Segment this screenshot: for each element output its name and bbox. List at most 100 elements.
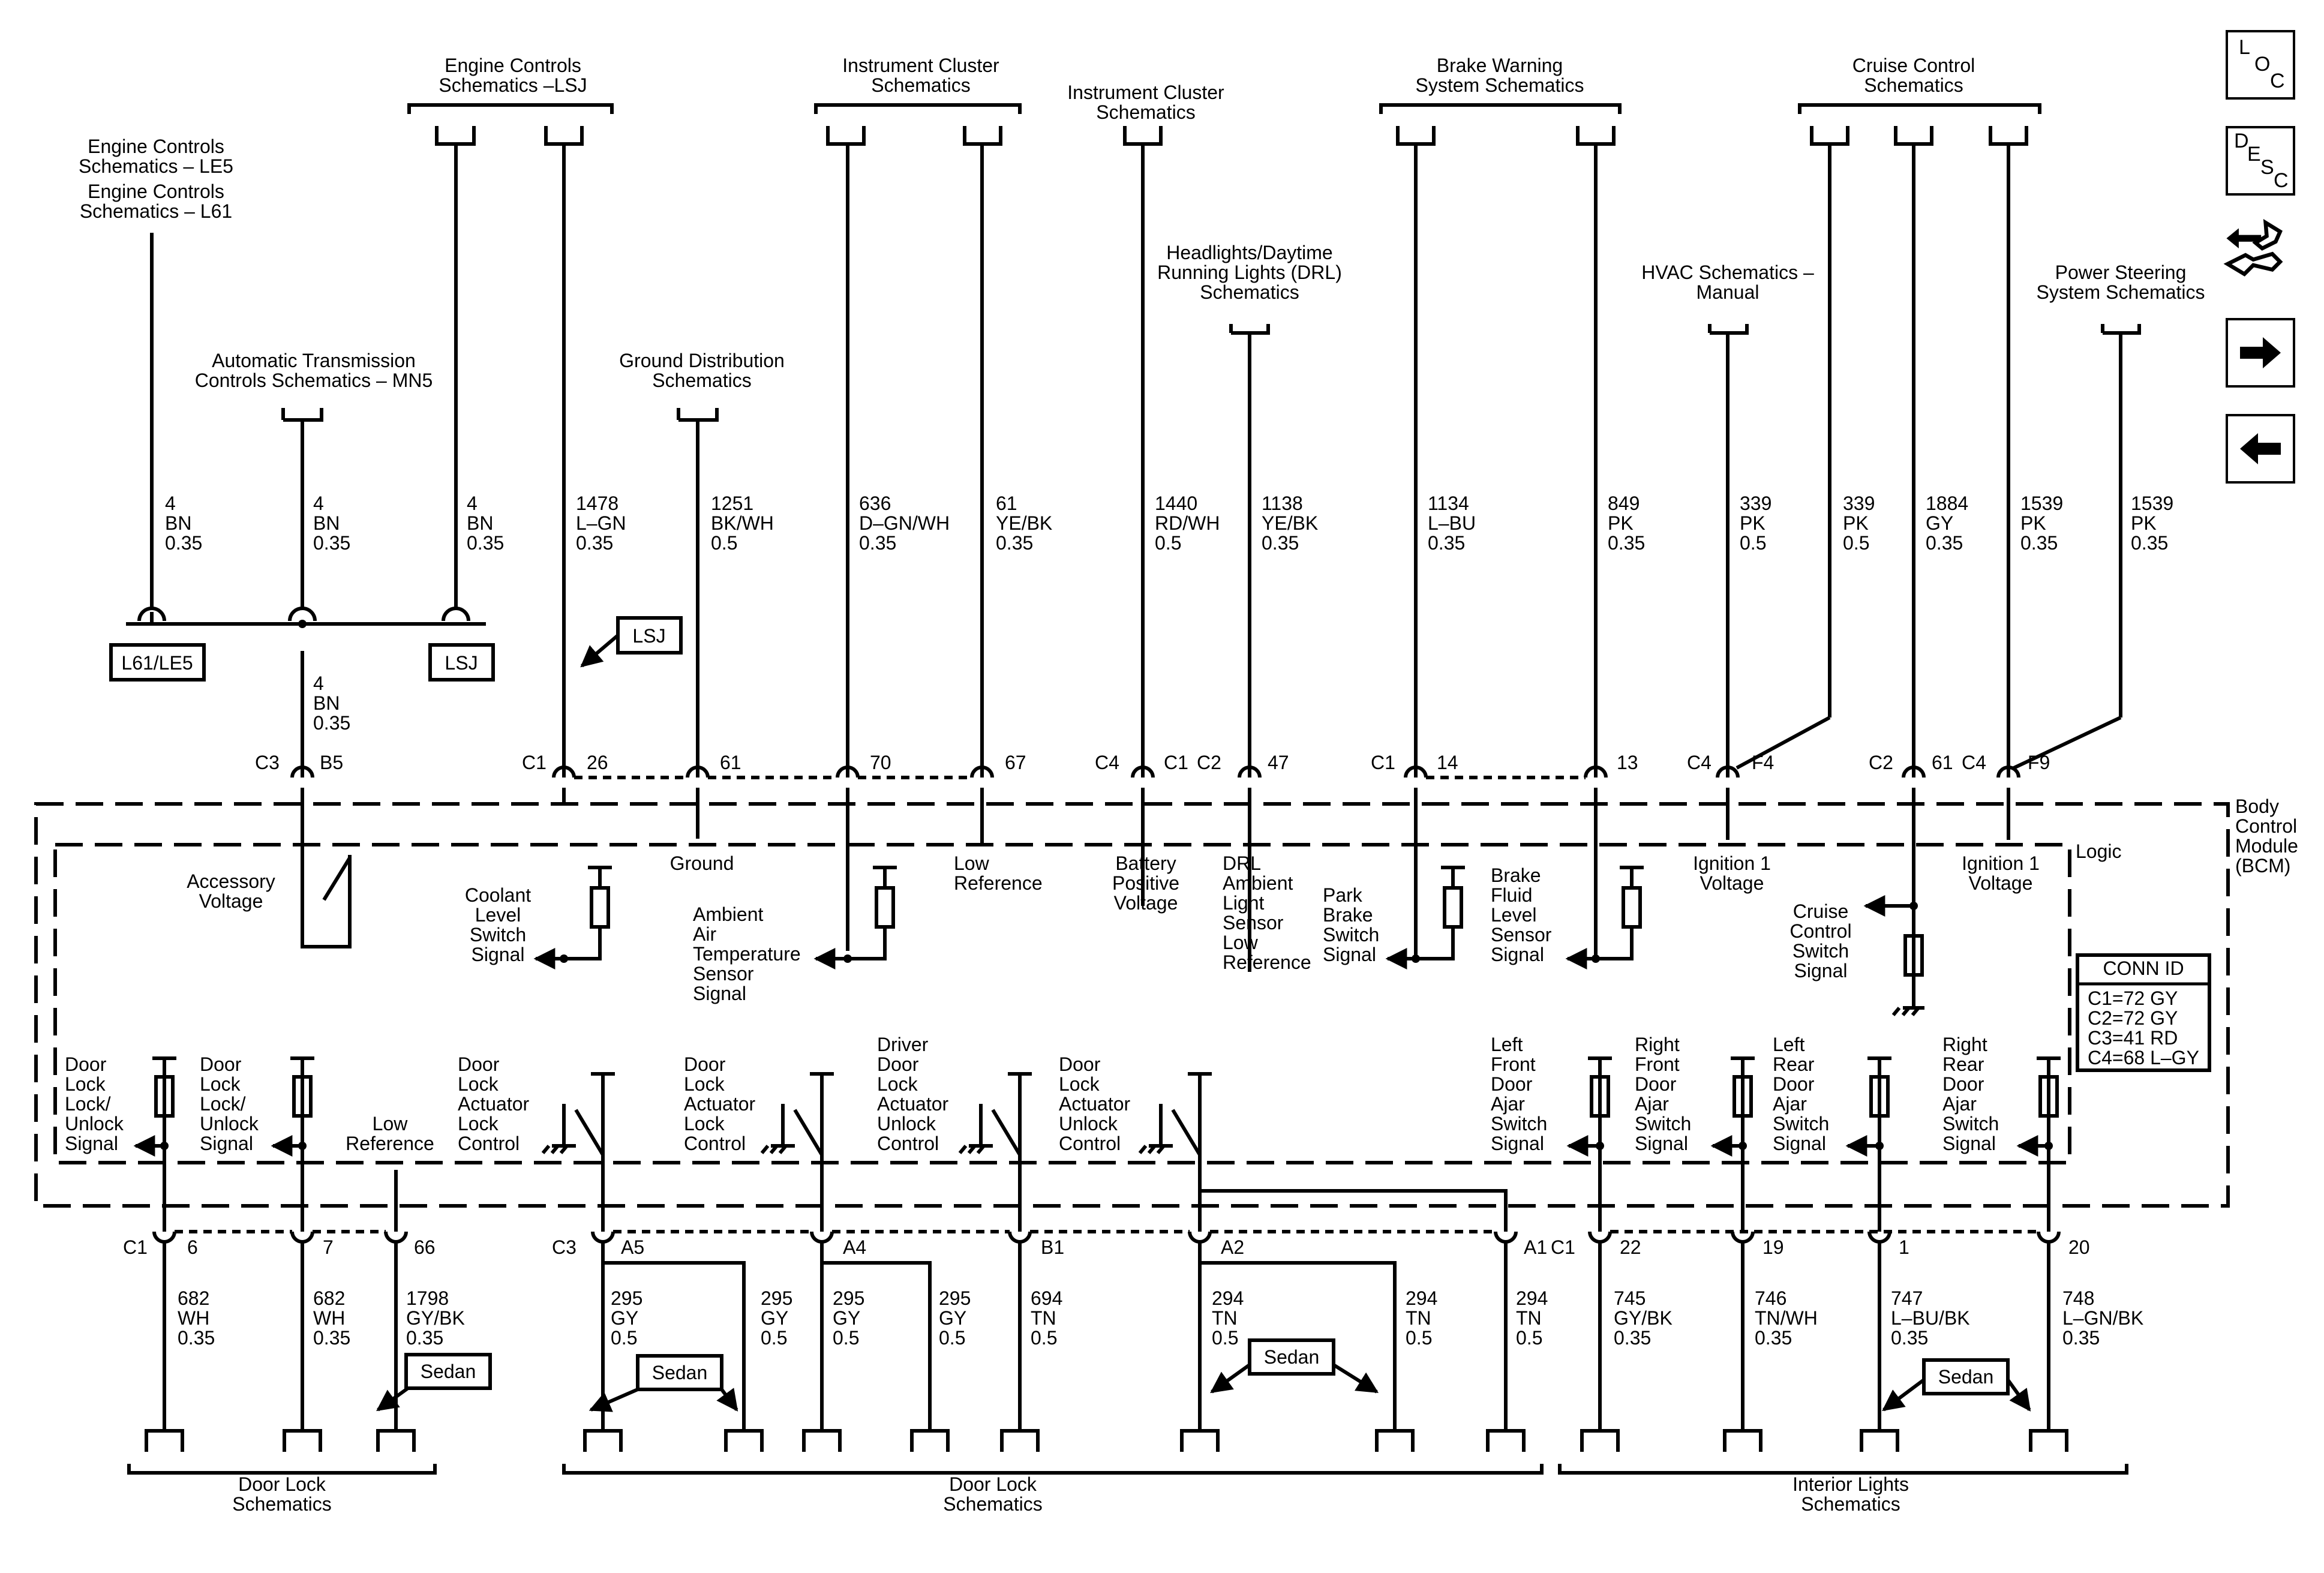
desc-letter-d: D xyxy=(2234,130,2249,152)
description-view-button[interactable]: D E S C xyxy=(2226,126,2295,196)
pin-label-26: 26 xyxy=(587,752,608,773)
pin-label-c4c: C4 xyxy=(1962,752,1986,773)
pin-label-bot-c1a: C1 xyxy=(123,1236,148,1258)
pin-label-14: 14 xyxy=(1437,752,1458,773)
option-sedan-4: Sedan xyxy=(1938,1366,1994,1388)
connector-wrench-icon xyxy=(2223,219,2283,277)
pin-label-c1c: C1 xyxy=(1371,752,1395,773)
loc-letter-o: O xyxy=(2254,53,2271,76)
pin-label-c2a: C2 xyxy=(1197,752,1221,773)
sig-ground: Ground xyxy=(670,852,734,874)
pin-label-bot-7: 7 xyxy=(323,1236,334,1258)
pin-label-bot-1: 1 xyxy=(1899,1236,1909,1258)
arrow-right-icon xyxy=(2240,337,2281,368)
location-view-button[interactable]: L O C xyxy=(2226,30,2295,100)
next-page-button[interactable] xyxy=(2226,318,2295,388)
pin-label-bot-c3: C3 xyxy=(552,1236,577,1258)
pin-label-47: 47 xyxy=(1268,752,1289,773)
pin-label-bot-a2: A2 xyxy=(1221,1236,1244,1258)
option-lsj: LSJ xyxy=(445,652,478,674)
arrow-left-icon xyxy=(2240,433,2281,464)
pin-label-bot-a4: A4 xyxy=(843,1236,866,1258)
bottom-pin-labels: C1 6 7 66 C3 A5 A4 B1 A2 A1 C1 22 19 1 2… xyxy=(123,1236,2090,1258)
pin-label-b5: B5 xyxy=(320,752,343,773)
previous-page-button[interactable] xyxy=(2226,414,2295,484)
pin-label-c2b: C2 xyxy=(1869,752,1893,773)
pin-label-bot-a5: A5 xyxy=(621,1236,644,1258)
pin-label-bot-22: 22 xyxy=(1620,1236,1641,1258)
option-l61-le5: L61/LE5 xyxy=(121,652,193,674)
option-sedan-3: Sedan xyxy=(1264,1346,1320,1368)
pin-label-f4: F4 xyxy=(1752,752,1774,773)
connector-wrench-button[interactable] xyxy=(2222,216,2292,286)
pin-label-bot-a1: A1 xyxy=(1524,1236,1547,1258)
loc-letter-l: L xyxy=(2239,36,2250,59)
option-lsj-2: LSJ xyxy=(632,625,665,647)
pin-label-bot-c1b: C1 xyxy=(1551,1236,1575,1258)
hvac-label: HVAC Schematics –Manual xyxy=(1641,262,1814,303)
loc-letter-c: C xyxy=(2270,70,2285,92)
pin-label-bot-b1: B1 xyxy=(1041,1236,1064,1258)
pin-label-c4b: C4 xyxy=(1687,752,1712,773)
pin-label-c4a: C4 xyxy=(1095,752,1119,773)
conn-id-title: CONN ID xyxy=(2103,957,2184,979)
pin-label-bot-66: 66 xyxy=(414,1236,436,1258)
option-sedan-2: Sedan xyxy=(652,1362,708,1383)
desc-letter-e: E xyxy=(2247,143,2261,166)
